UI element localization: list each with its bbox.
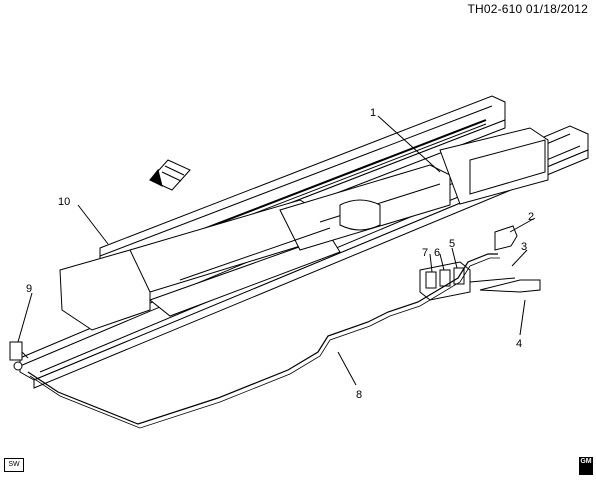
wiring-harness (27, 253, 498, 425)
gm-logo-badge: GM (579, 457, 593, 475)
cross-members (59, 127, 549, 331)
bracket (494, 225, 518, 251)
forward-direction-arrow (149, 159, 191, 191)
callout-10: 10 (58, 196, 70, 208)
callout-8: 8 (356, 389, 362, 401)
sensor (9, 341, 29, 371)
control-modules (419, 261, 516, 301)
callout-3: 3 (521, 241, 527, 253)
callout-9: 9 (26, 283, 32, 295)
callout-2: 2 (528, 211, 534, 223)
drawing-reference: TH02-610 01/18/2012 (467, 2, 588, 16)
leader-lines (17, 115, 536, 386)
callout-7: 7 (422, 247, 428, 259)
callout-6: 6 (434, 247, 440, 259)
callout-1: 1 (370, 107, 376, 119)
callout-5: 5 (449, 238, 455, 250)
sw-badge: SW (4, 458, 24, 472)
callout-4: 4 (516, 338, 522, 350)
mount-bracket (479, 279, 541, 293)
